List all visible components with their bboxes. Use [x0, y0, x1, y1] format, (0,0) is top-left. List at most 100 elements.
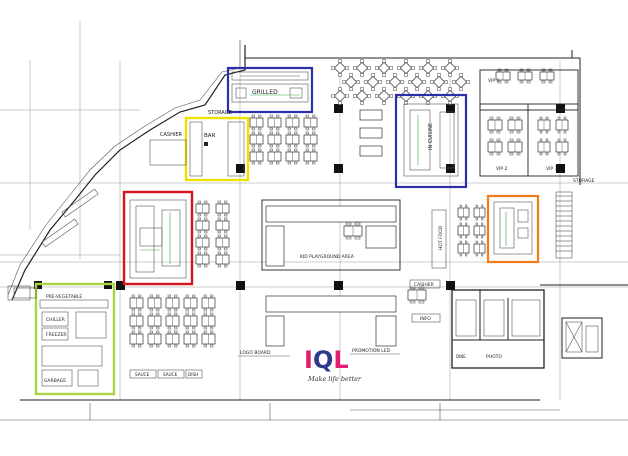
chair [167, 294, 171, 298]
chair [349, 87, 353, 91]
chair [185, 326, 189, 330]
chair [419, 66, 423, 70]
chair [539, 138, 543, 142]
diamond-table [454, 75, 468, 89]
diamond-table [377, 61, 391, 75]
chair [167, 312, 171, 316]
chair [217, 200, 221, 204]
chair [448, 73, 452, 77]
chair [382, 101, 386, 105]
chair [459, 73, 463, 77]
cashier-top-label: CASHIER [160, 132, 182, 138]
chair [156, 330, 160, 334]
chair [539, 152, 543, 156]
chair [276, 161, 280, 165]
chair [448, 101, 452, 105]
chair [397, 66, 401, 70]
chair [149, 312, 153, 316]
chair [251, 114, 255, 118]
chair [404, 73, 408, 77]
chair [481, 222, 484, 226]
chair [276, 131, 280, 135]
chair [149, 330, 153, 334]
chair [382, 87, 386, 91]
grilled-label: GRILLED [252, 89, 278, 96]
chair [455, 66, 459, 70]
chair [349, 73, 353, 77]
chair [356, 80, 360, 84]
bottom-right-rooms: PHOTO DINE [451, 289, 545, 369]
diamond-table [355, 61, 369, 75]
chair [258, 161, 262, 165]
logo-letters: IQL [304, 346, 349, 374]
chair [269, 131, 273, 135]
chair [393, 87, 397, 91]
chair [516, 138, 521, 142]
chair [465, 253, 468, 257]
building-outline [0, 40, 628, 421]
chair [489, 130, 494, 134]
chair [251, 127, 255, 131]
chair [269, 127, 273, 131]
chair [545, 116, 549, 120]
chair [217, 213, 221, 217]
chair [466, 80, 470, 84]
chair [386, 80, 390, 84]
chair [185, 308, 189, 312]
chair [149, 326, 153, 330]
chair [167, 344, 171, 348]
chair [269, 144, 273, 148]
chair [338, 59, 342, 63]
chair [305, 127, 309, 131]
hot-food-counter: HOT FOOD [431, 209, 447, 269]
chair [496, 138, 501, 142]
elevator [561, 317, 603, 359]
chair [489, 138, 494, 142]
chair [276, 148, 280, 152]
chair [197, 200, 201, 204]
chair [539, 130, 543, 134]
chair [224, 251, 228, 255]
chair [408, 80, 412, 84]
chair [338, 73, 342, 77]
chair [174, 326, 178, 330]
chair [367, 66, 371, 70]
chair [496, 130, 501, 134]
chair [437, 73, 441, 77]
chair [548, 80, 553, 84]
info-label: INFO [420, 316, 431, 322]
diamond-table [355, 89, 369, 103]
chair [258, 131, 262, 135]
chair [131, 308, 135, 312]
chair [345, 236, 352, 240]
chair [475, 204, 478, 208]
chair [360, 101, 364, 105]
chair [174, 294, 178, 298]
chair [185, 330, 189, 334]
chair [404, 87, 408, 91]
chair [404, 101, 408, 105]
orange-highlight [486, 194, 540, 264]
bar-label: BAR [204, 133, 216, 139]
chair [557, 130, 561, 134]
chair [258, 148, 262, 152]
green-highlight [34, 282, 116, 396]
chair [156, 312, 160, 316]
chair [353, 66, 357, 70]
photo-label: PHOTO [486, 354, 502, 360]
chair [149, 308, 153, 312]
dining-table [359, 109, 383, 121]
chair [475, 222, 478, 226]
diamond-table [333, 89, 347, 103]
chair [174, 312, 178, 316]
chair [433, 66, 437, 70]
chair [378, 80, 382, 84]
chair [459, 87, 463, 91]
lower-center-block [265, 295, 397, 347]
chair [217, 217, 221, 221]
in-cuisine-label: IN CUISINE [428, 123, 434, 150]
chair [345, 222, 352, 226]
chair [185, 312, 189, 316]
chair [312, 131, 316, 135]
logo-l: L [333, 346, 348, 374]
